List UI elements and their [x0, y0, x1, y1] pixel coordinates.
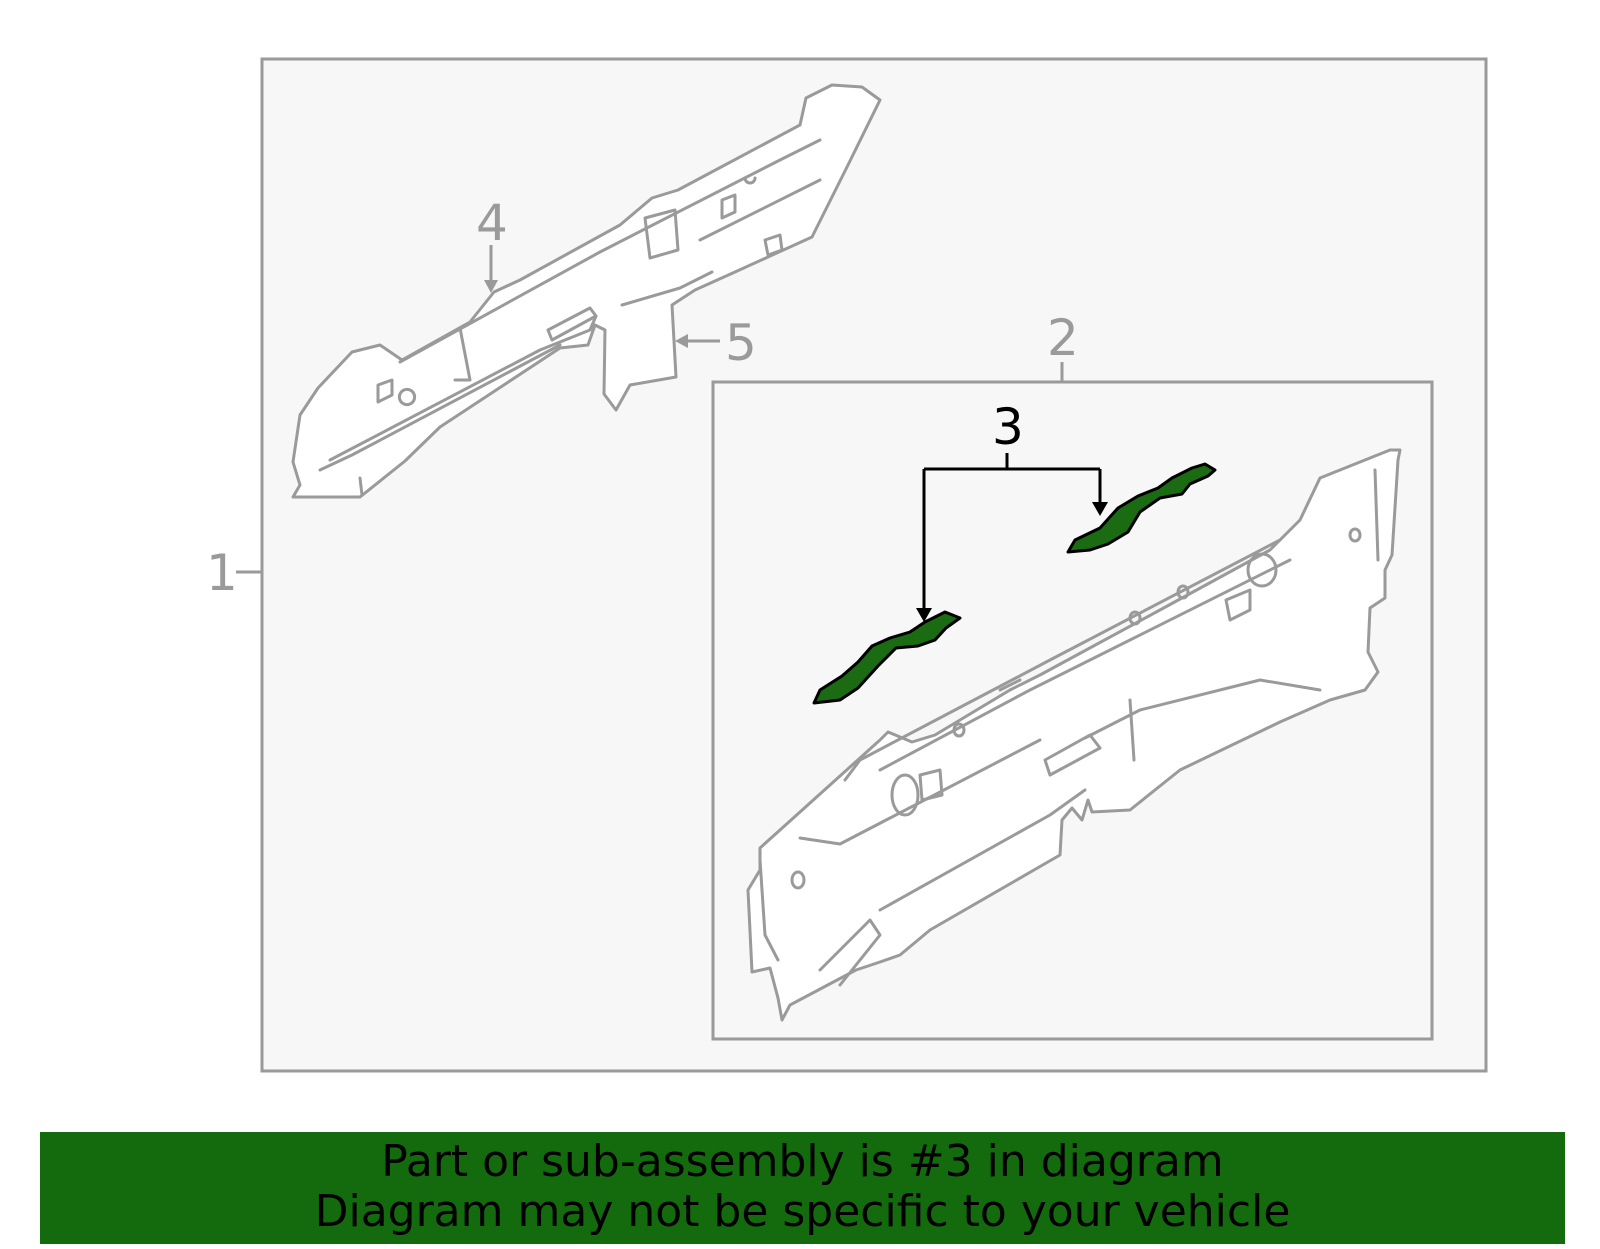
highlighted-part-3-upper — [1066, 462, 1217, 554]
callout-3: 3 — [992, 398, 1024, 456]
callout-4-arrowhead — [484, 280, 498, 293]
highlighted-part-3-lower — [812, 610, 962, 705]
callout-3-arrowhead-left — [916, 608, 932, 622]
callout-5: 5 — [725, 314, 757, 372]
info-banner: Part or sub-assembly is #3 in diagram Di… — [40, 1132, 1565, 1244]
upper-rail-part — [291, 83, 882, 499]
callout-4: 4 — [476, 194, 508, 252]
callout-5-arrowhead — [675, 334, 688, 348]
lower-rail-part — [746, 448, 1402, 1022]
callout-3-arrowhead-right — [1092, 502, 1108, 516]
banner-line-1: Part or sub-assembly is #3 in diagram — [381, 1136, 1224, 1187]
banner-line-2: Diagram may not be specific to your vehi… — [314, 1186, 1291, 1237]
parts-diagram: 1 2 4 5 — [206, 57, 1488, 1073]
callout-2: 2 — [1047, 309, 1079, 367]
callout-1: 1 — [206, 544, 238, 602]
